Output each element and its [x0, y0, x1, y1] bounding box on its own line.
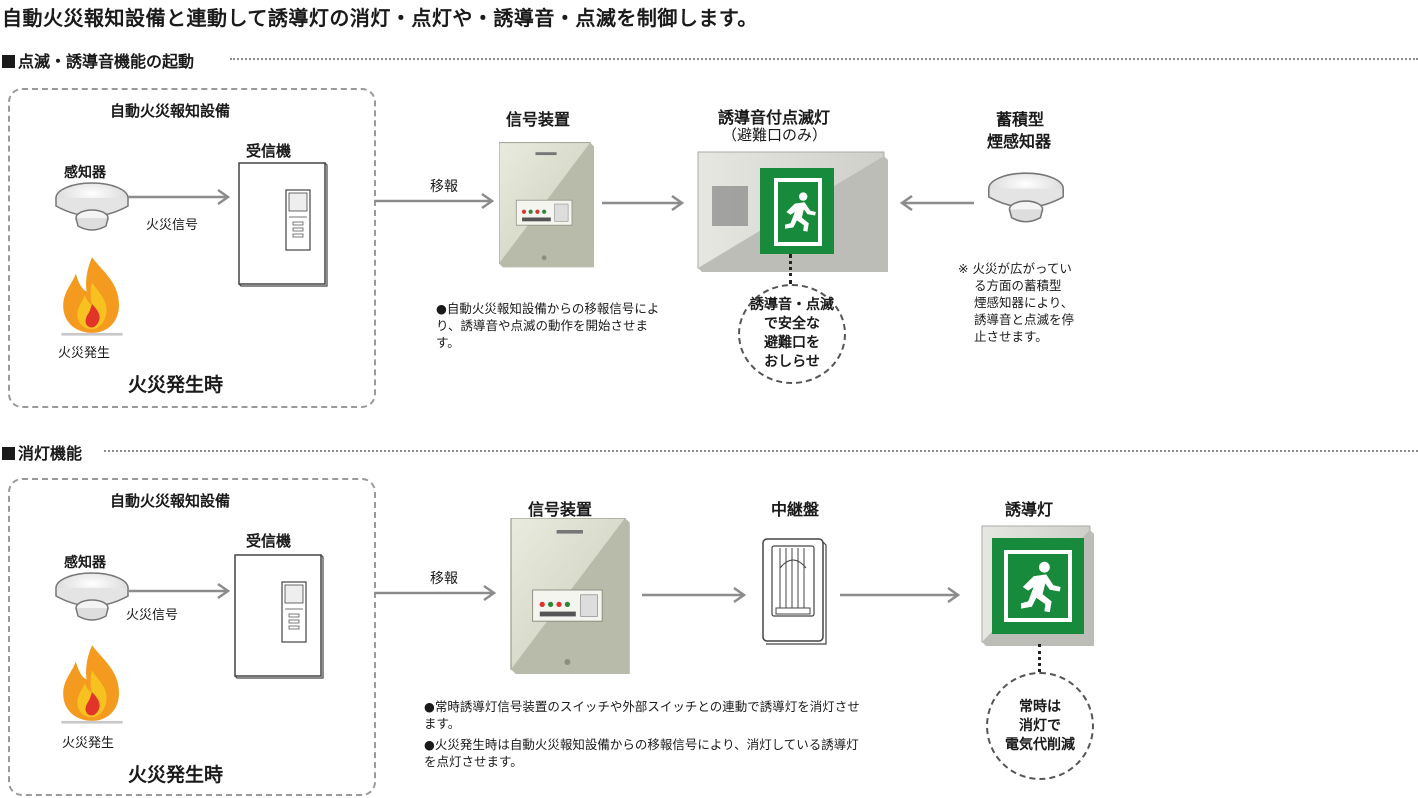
- guide-light-label: 誘導灯: [1005, 500, 1054, 519]
- receiver-icon: [238, 162, 328, 287]
- note-line: る方面の蓄積型: [974, 278, 1062, 293]
- receiver-icon: [234, 554, 324, 679]
- arrow-icon: [128, 188, 231, 206]
- arrow-icon: [374, 192, 495, 210]
- note-line: 止させます。: [974, 329, 1048, 344]
- callout-line: 消灯で: [1019, 717, 1061, 734]
- callout-line: で安全な: [764, 316, 820, 332]
- smoke-detector-icon: [52, 178, 132, 238]
- receiver-label: 受信機: [246, 532, 292, 550]
- smoke-detector-label: 蓄積型: [996, 110, 1045, 129]
- exit-guide-light-image: [981, 525, 1094, 646]
- section2-fire-box: [8, 478, 376, 796]
- flash-exit-light-image: [697, 151, 888, 272]
- callout-line: 常時は: [1019, 698, 1061, 715]
- fire-time-label: 火災発生時: [128, 374, 224, 396]
- signal-device-image: [499, 142, 595, 268]
- callout-dots: [1038, 644, 1041, 672]
- callout-line: 電気代削減: [1005, 736, 1075, 753]
- note-line: 誘導音と点滅を停: [974, 312, 1075, 327]
- section2-heading: 消灯機能: [2, 440, 82, 464]
- smoke-detector-note: ※ 火災が広がってい る方面の蓄積型 煙感知器により、 誘導音と点滅を停 止させ…: [958, 260, 1108, 345]
- fire-time-label: 火災発生時: [128, 764, 224, 786]
- smoke-detector-icon: [52, 568, 132, 628]
- callout-line: 誘導音・点滅: [750, 297, 834, 313]
- callout-line: おしらせ: [764, 354, 820, 370]
- arrow-left-icon: [899, 194, 974, 212]
- section1-fire-box: [8, 88, 376, 408]
- fire-signal-label: 火災信号: [126, 608, 179, 623]
- signal-device-image: [509, 518, 633, 674]
- section2-note-1: ●常時誘導灯信号装置のスイッチや外部スイッチとの連動で誘導灯を消灯させます。: [424, 699, 860, 731]
- flash-light-label: 誘導音付点滅灯: [718, 108, 831, 127]
- square-bullet-icon: [2, 55, 15, 68]
- smoke-detector-icon: [984, 168, 1068, 230]
- receiver-label: 受信機: [246, 142, 292, 160]
- signal-device-note: ●自動火災報知設備からの移報信号により、誘導音や点滅の動作を開始させます。: [436, 301, 660, 350]
- arrow-icon: [128, 582, 231, 600]
- section1-dotted-rule: [230, 58, 1418, 60]
- section2-note-2: ●火災発生時は自動火災報知設備からの移報信号により、消灯している誘導灯を点灯させ…: [424, 737, 859, 769]
- detector-label: 感知器: [64, 165, 106, 181]
- signal-device-label: 信号装置: [528, 500, 593, 519]
- fire-icon: [56, 254, 128, 338]
- note-line: ※ 火災が広がってい: [958, 261, 1072, 276]
- flash-light-sublabel: （避難口のみ）: [722, 126, 828, 144]
- page-title: 自動火災報知設備と連動して誘導灯の消灯・点灯や・誘導音・点滅を制御します。: [2, 6, 758, 30]
- signal-device-label: 信号装置: [506, 110, 571, 129]
- transfer-label: 移報: [430, 571, 458, 587]
- arrow-icon: [642, 586, 747, 604]
- transfer-label: 移報: [430, 179, 458, 195]
- square-bullet-icon: [2, 447, 15, 460]
- section2-heading-text: 消灯機能: [18, 444, 83, 463]
- relay-panel-label: 中継盤: [771, 500, 820, 519]
- arrow-icon: [602, 194, 685, 212]
- alarm-system-label: 自動火災報知設備: [110, 102, 231, 120]
- fire-outbreak-label: 火災発生: [58, 346, 111, 361]
- alarm-system-label: 自動火災報知設備: [110, 492, 231, 510]
- arrow-icon: [374, 584, 497, 602]
- relay-panel-image: [762, 538, 827, 645]
- fire-outbreak-label: 火災発生: [62, 736, 115, 751]
- smoke-detector-label: 煙感知器: [987, 132, 1052, 151]
- detector-label: 感知器: [64, 555, 106, 571]
- fire-icon: [56, 642, 128, 726]
- callout-dots: [789, 254, 792, 284]
- callout-line: 避難口を: [764, 335, 820, 351]
- arrow-icon: [840, 586, 961, 604]
- section1-heading: 点滅・誘導音機能の起動: [2, 48, 194, 72]
- guide-callout-circle: 常時は 消灯で 電気代削減: [986, 672, 1094, 780]
- section1-heading-text: 点滅・誘導音機能の起動: [18, 52, 195, 71]
- note-line: 煙感知器により、: [974, 295, 1074, 310]
- flash-callout-circle: 誘導音・点滅 で安全な 避難口を おしらせ: [738, 284, 846, 384]
- section2-dotted-rule: [104, 450, 1418, 452]
- fire-signal-label: 火災信号: [146, 218, 199, 233]
